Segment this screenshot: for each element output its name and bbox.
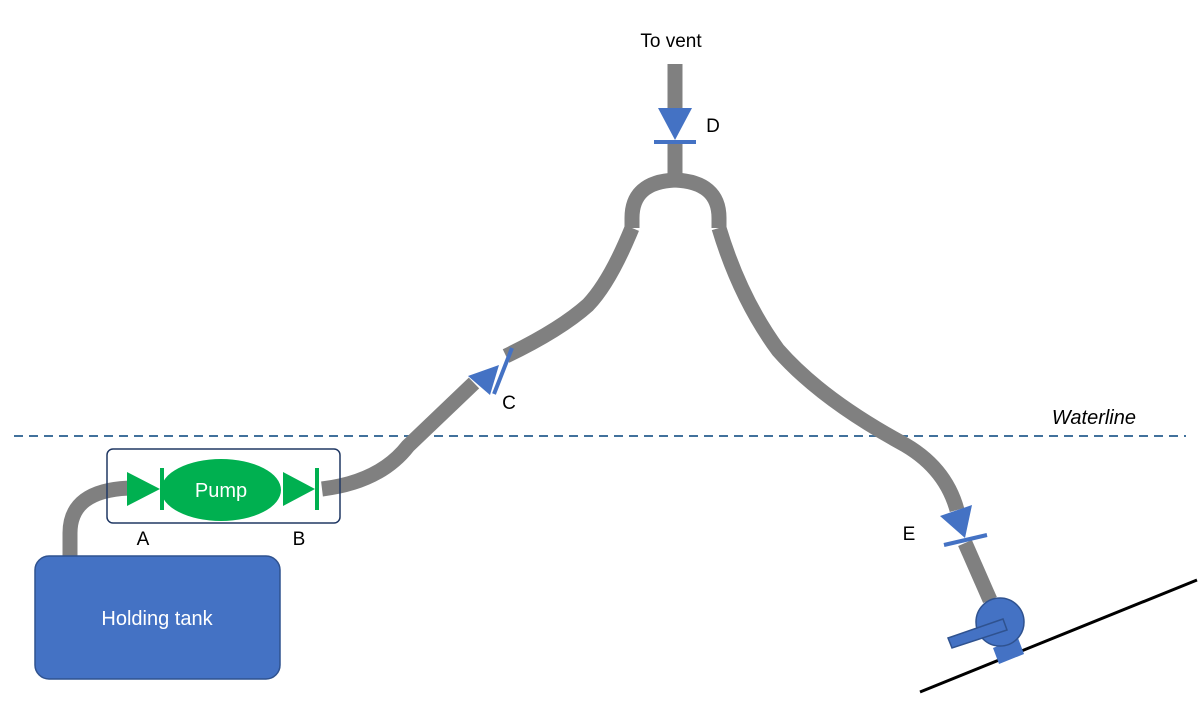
hose-group xyxy=(62,64,997,604)
hose-valve-c-to-loop xyxy=(502,225,639,363)
vent-label: To vent xyxy=(640,31,702,52)
valve-a-label: A xyxy=(137,529,150,550)
check-valve-c xyxy=(468,347,514,395)
valve-c-label: C xyxy=(502,393,516,414)
hose-valve-e-to-seacock xyxy=(958,539,997,604)
hose-tank-to-pump xyxy=(62,480,131,556)
vented-loop xyxy=(624,172,727,228)
hose-loop-to-valve-e xyxy=(711,225,965,513)
check-valve-b xyxy=(283,468,319,510)
hose-pump-to-valve-c xyxy=(321,377,480,497)
valve-b-label: B xyxy=(293,529,306,550)
check-valve-e xyxy=(940,505,988,547)
holding-tank xyxy=(34,555,281,680)
check-valve-a xyxy=(127,468,164,510)
seacock-handle xyxy=(947,618,1008,649)
holding-tank-label: Holding tank xyxy=(101,608,213,630)
pump-box xyxy=(106,448,341,524)
seacock-base xyxy=(993,638,1024,664)
seacock xyxy=(947,597,1025,664)
valve-e-label: E xyxy=(903,524,916,545)
check-valve-d xyxy=(654,108,696,144)
waterline-label: Waterline xyxy=(1052,407,1136,429)
valve-d-label: D xyxy=(706,116,720,137)
hull-line xyxy=(919,578,1198,694)
pump-label: Pump xyxy=(195,480,247,502)
pump-body xyxy=(161,459,281,521)
